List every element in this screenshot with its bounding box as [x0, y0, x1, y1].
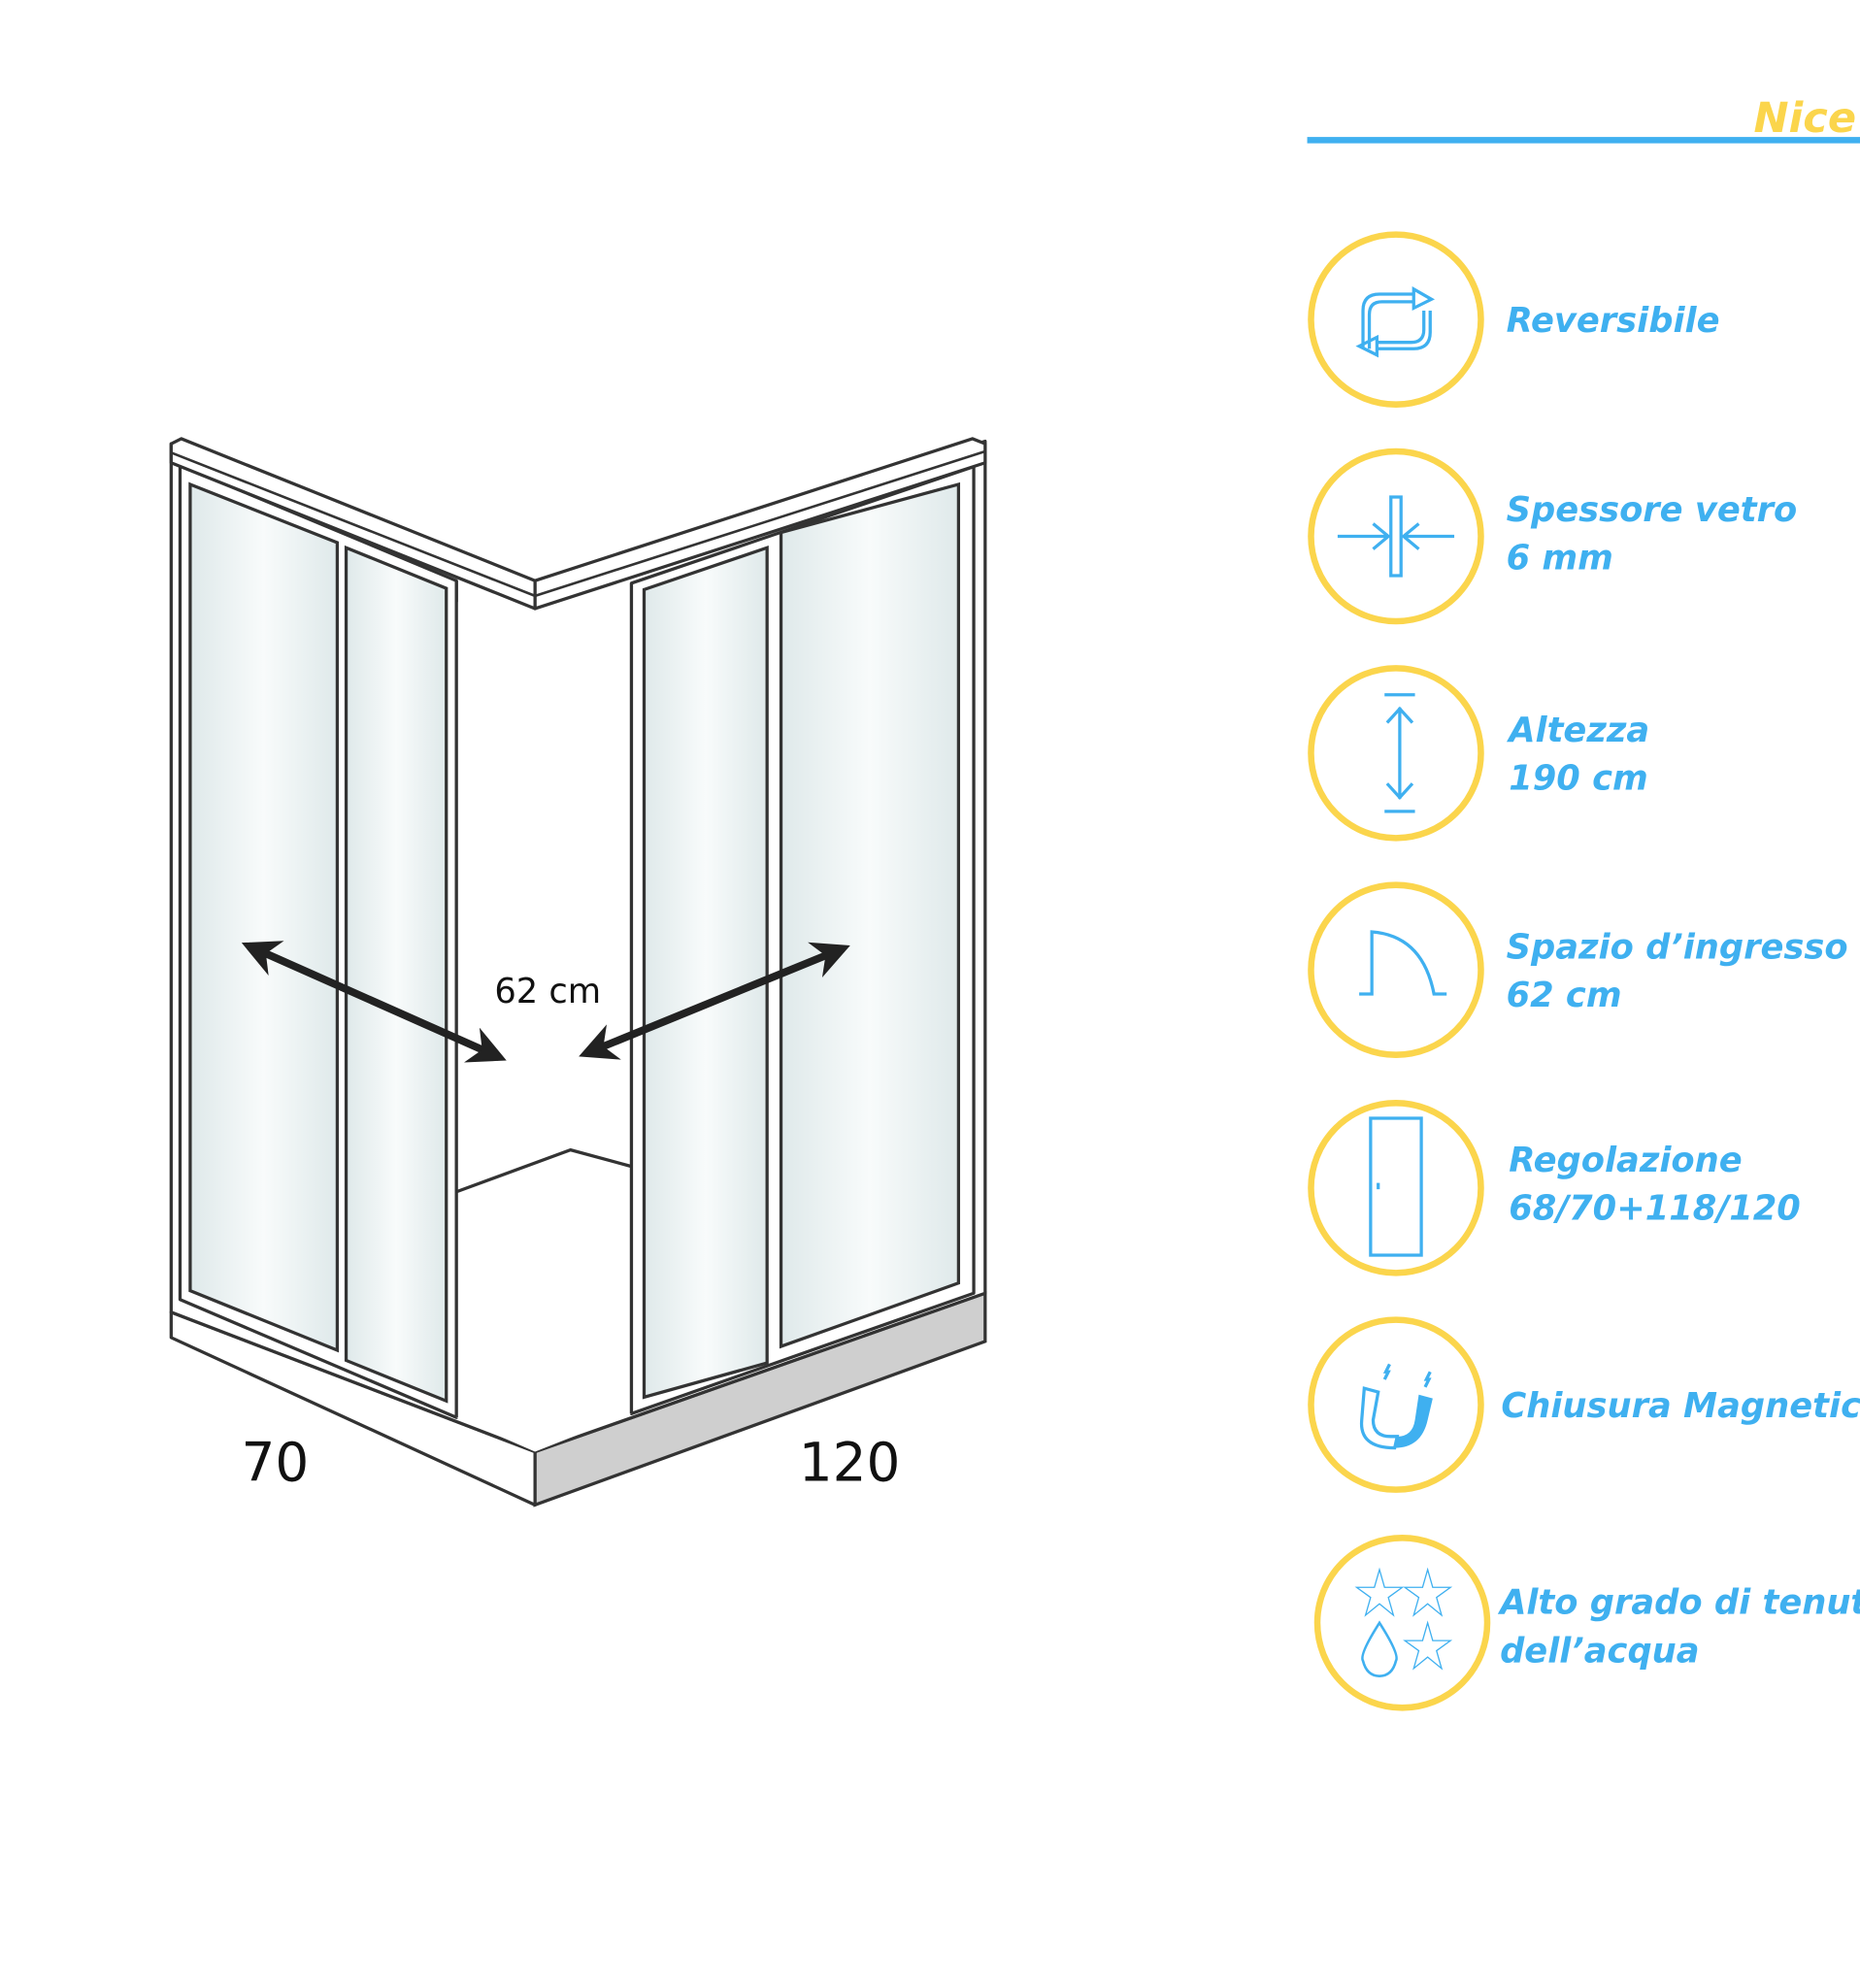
- entry-opening: [456, 582, 632, 1452]
- height-icon: [1384, 693, 1415, 813]
- feature-value: 62 cm: [1507, 976, 1622, 1015]
- feature-door-adjustment: Regolazione 68/70+118/120: [1308, 1100, 1801, 1276]
- entry-width-label: 62 cm: [494, 972, 601, 1011]
- feature-glass-thickness: Spessore vetro 6 mm: [1308, 447, 1798, 625]
- feature-magnetic-closure: Chiusura Magnetica: [1308, 1316, 1860, 1493]
- feature-label: Regolazione: [1509, 1141, 1742, 1180]
- feature-value: 6 mm: [1507, 538, 1613, 578]
- feature-water-tightness: Alto grado di tenuta dell’acqua: [1313, 1535, 1860, 1711]
- feature-label: Spessore vetro: [1507, 490, 1798, 530]
- right-width-label: 120: [799, 1432, 901, 1494]
- feature-reversible: Reversibile: [1308, 231, 1720, 408]
- feature-label: Reversibile: [1507, 301, 1720, 341]
- reversible-icon: [1355, 286, 1436, 358]
- shower-tray-edge: [455, 1147, 632, 1194]
- product-title: Nice: [1753, 94, 1856, 143]
- feature-value: dell’acqua: [1500, 1631, 1700, 1671]
- left-width-label: 70: [242, 1432, 310, 1494]
- water-tightness-icon: [1354, 1567, 1453, 1677]
- feature-value: 68/70+118/120: [1509, 1188, 1801, 1228]
- entry-space-icon: [1359, 930, 1447, 996]
- feature-value: 190 cm: [1509, 759, 1647, 799]
- feature-label: Spazio d’ingresso: [1507, 927, 1848, 967]
- shower-enclosure-drawing: [169, 437, 987, 1508]
- magnet-icon: [1360, 1363, 1433, 1450]
- glass-thickness-icon: [1337, 495, 1455, 578]
- feature-height: Altezza 190 cm: [1308, 665, 1649, 842]
- feature-label: Altezza: [1506, 711, 1649, 750]
- feature-label: Alto grado di tenuta: [1497, 1583, 1860, 1623]
- feature-entry-space: Spazio d’ingresso 62 cm: [1308, 881, 1848, 1058]
- glass-panel: [188, 481, 340, 1353]
- sliding-arrow-left: [241, 941, 507, 1063]
- feature-label: Chiusura Magnetica: [1501, 1386, 1860, 1426]
- glass-panel: [642, 545, 769, 1400]
- sliding-arrow-right: [579, 942, 850, 1060]
- glass-panel: [344, 545, 448, 1404]
- glass-panel: [779, 481, 961, 1349]
- title-underline: [1307, 137, 1860, 144]
- door-adjustment-icon: [1369, 1116, 1423, 1257]
